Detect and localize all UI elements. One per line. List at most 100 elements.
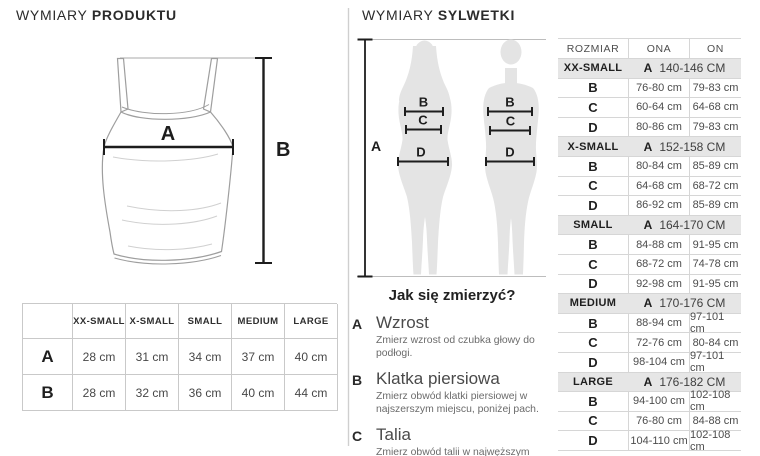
height-range: 164-170 CM <box>659 218 726 233</box>
how-to-desc: Zmierz wzrost od czubka głowy do podłogi… <box>376 335 535 359</box>
ona-value: 84-88 cm <box>628 235 689 254</box>
on-value: 68-72 cm <box>689 176 741 196</box>
on-value: 85-89 cm <box>689 156 741 176</box>
fabric-wrinkles <box>112 153 222 251</box>
height-letter: A <box>643 61 653 76</box>
measure-letter: D <box>588 276 598 292</box>
on-value: 97-101 cm <box>689 350 741 374</box>
product-table-cell: 28 cm <box>73 375 126 411</box>
size-table-col-header: ONA <box>628 39 689 58</box>
ona-value: 72-76 cm <box>628 333 689 352</box>
product-section-title: WYMIARY PRODUKTU <box>16 7 177 23</box>
ona-value: 68-72 cm <box>628 254 689 274</box>
height-dim-line <box>357 38 373 278</box>
product-dim-a-line <box>103 139 234 155</box>
size-group-height: A 140-146 CM <box>628 59 741 78</box>
ona-value: 76-80 cm <box>628 78 689 98</box>
how-to-desc: Zmierz obwód talii w najwęższym miejscu. <box>376 447 530 456</box>
how-to-heading: Jak się zmierzyć? <box>388 287 516 304</box>
product-table-cell: 28 cm <box>73 339 126 375</box>
female-waist-label: C <box>418 113 428 128</box>
silhouette-title-regular: WYMIARY <box>362 7 434 23</box>
measure-letter: C <box>588 256 598 272</box>
height-letter: A <box>643 296 653 311</box>
measure-letter: C <box>588 178 598 194</box>
female-silhouette <box>397 40 453 275</box>
size-group-name: SMALL <box>573 219 613 232</box>
on-value: 80-84 cm <box>689 333 741 352</box>
product-table-cell: 36 cm <box>179 375 232 411</box>
measure-letter: D <box>588 433 598 449</box>
hem-seam <box>114 255 222 265</box>
on-value: 91-95 cm <box>689 274 741 294</box>
on-value: 91-95 cm <box>689 235 741 254</box>
product-dim-b-line <box>255 57 272 264</box>
measure-letter: B <box>588 315 598 331</box>
height-range: 176-182 CM <box>659 374 726 389</box>
ona-value: 80-84 cm <box>628 156 689 176</box>
measure-letter: C <box>588 99 598 115</box>
male-measure-bars <box>485 107 535 166</box>
product-table-cell: 31 cm <box>126 339 179 375</box>
product-dim-a-label: A <box>161 123 175 145</box>
ona-value: 86-92 cm <box>628 196 689 215</box>
height-range: 140-146 CM <box>659 61 726 76</box>
size-group-band: LARGE A 176-182 CM <box>558 372 741 393</box>
neckline-seam <box>121 104 210 115</box>
measure-letter: C <box>588 335 598 351</box>
product-dim-b-label: B <box>276 139 290 161</box>
product-table-cell: 37 cm <box>232 339 285 375</box>
how-to-letter: C <box>352 428 363 444</box>
female-chest-label: B <box>419 95 428 110</box>
female-measure-bars <box>397 107 449 166</box>
camisole-body <box>101 111 234 261</box>
on-value: 85-89 cm <box>689 196 741 215</box>
right-strap <box>202 57 219 113</box>
on-value: 102-108 cm <box>689 389 741 413</box>
size-group-height: A 176-182 CM <box>628 373 741 392</box>
product-table-cell: 40 cm <box>232 375 285 411</box>
ona-value: 60-64 cm <box>628 98 689 117</box>
product-table-row-label: B <box>23 375 73 411</box>
product-table-cell: 34 cm <box>179 339 232 375</box>
product-table-col-header: X-SMALL <box>126 304 179 339</box>
size-group-name: X-SMALL <box>567 140 619 153</box>
size-group-name: LARGE <box>573 375 613 388</box>
on-value: 79-83 cm <box>689 78 741 98</box>
how-to-name: Talia <box>376 425 411 444</box>
height-letter: A <box>643 374 653 389</box>
measure-letter: C <box>588 413 598 429</box>
on-value: 102-108 cm <box>689 429 741 453</box>
how-to-name: Wzrost <box>376 313 429 332</box>
how-to-name: Klatka piersiowa <box>376 369 500 388</box>
product-table-row-label: A <box>23 339 73 375</box>
how-to-letter: B <box>352 372 363 388</box>
camisole-drawing: A B <box>101 57 290 265</box>
ona-value: 80-86 cm <box>628 117 689 137</box>
product-title-regular: WYMIARY <box>16 7 88 23</box>
male-hips-label: D <box>505 145 514 160</box>
